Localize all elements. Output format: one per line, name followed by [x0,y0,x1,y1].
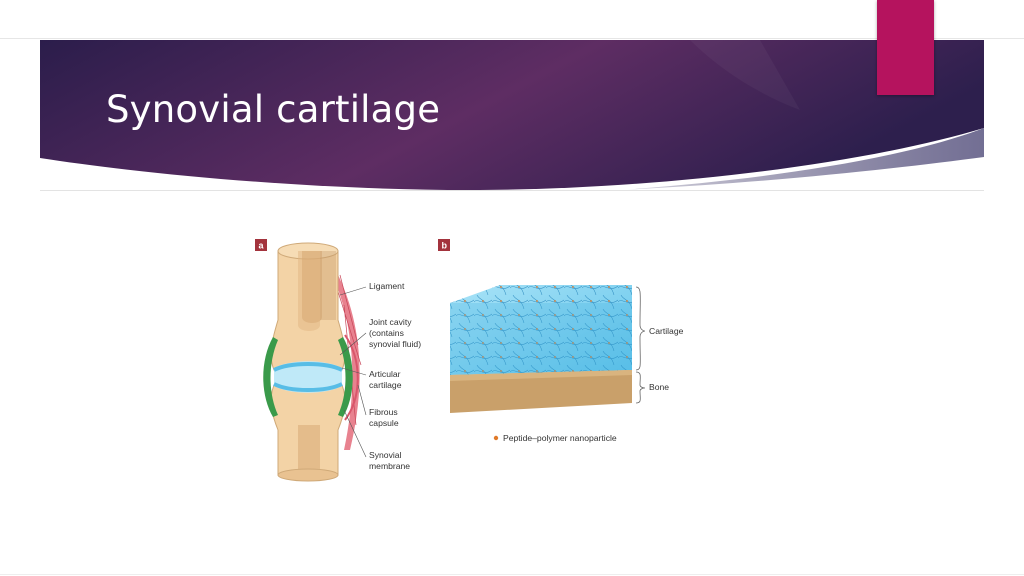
panel-a: a Ligament Joint cavity (c [255,239,421,482]
synovial-membrane-left [263,337,278,417]
panel-a-letter: a [259,241,265,251]
label-fibrous-2: capsule [369,418,399,428]
slide-title: Synovial cartilage [106,88,441,131]
label-articular-1: Articular [369,369,401,379]
ligament [328,265,360,450]
label-bone: Bone [649,382,669,392]
label-ligament: Ligament [369,281,405,291]
bone-brace [635,371,646,404]
label-synovial-1: Synovial [369,450,402,460]
panel-b-badge [438,239,450,251]
label-cartilage: Cartilage [649,326,684,336]
header-rule [40,190,984,191]
bone-block [450,370,632,413]
accent-tab [877,0,934,95]
title-banner [40,40,984,190]
label-joint-cavity-2: (contains [369,328,404,338]
label-joint-cavity-1: Joint cavity [369,317,412,327]
label-nanoparticle: Peptide–polymer nanoparticle [503,433,617,443]
panel-b: b Cartilage Bone Peptide–polymer nanopar… [438,239,684,443]
label-joint-cavity-3: synovial fluid) [369,339,421,349]
label-articular-2: cartilage [369,380,402,390]
joint-figure: a Ligament Joint cavity (c [255,239,684,482]
panel-b-letter: b [442,241,448,251]
panel-a-badge [255,239,267,251]
nanoparticle-legend-dot [493,435,499,441]
label-synovial-2: membrane [369,461,410,471]
synovial-membrane-right [338,337,353,417]
bottom-divider [0,574,1024,575]
top-divider [0,38,1024,39]
cartilage-brace [635,286,646,371]
label-fibrous-1: Fibrous [369,407,398,417]
